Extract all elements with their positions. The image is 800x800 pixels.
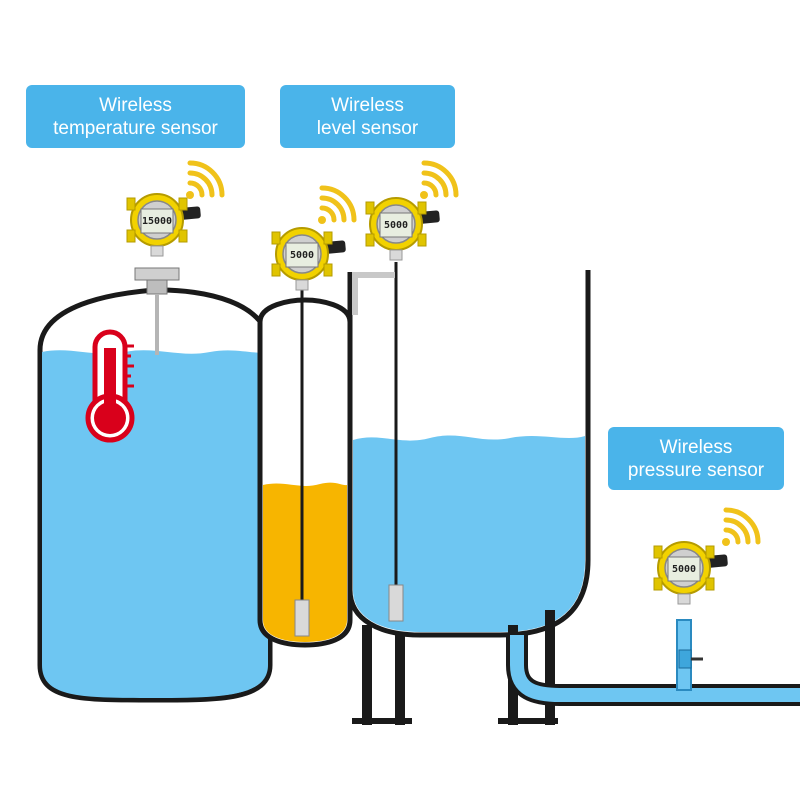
level-sensor-left: 5000	[271, 227, 348, 291]
thermometer-icon	[85, 329, 135, 443]
level-sensor-right: 5000	[365, 197, 442, 261]
left-tank	[37, 267, 273, 703]
temperature-label-line2: temperature sensor	[53, 117, 218, 139]
pressure-sensor: 5000	[653, 541, 730, 605]
right-tank	[347, 262, 591, 638]
wifi-signal-icon	[318, 188, 354, 224]
wifi-signal-icon	[722, 510, 758, 546]
wifi-signal-icon	[420, 163, 456, 199]
temperature-sensor: 15000	[126, 193, 203, 257]
middle-tank	[257, 290, 353, 648]
pressure-sensor-reading: 5000	[672, 564, 696, 575]
wifi-signal-icon	[186, 163, 222, 199]
temperature-label-line1: Wireless	[99, 94, 172, 116]
level-label-line2: level sensor	[316, 117, 419, 139]
temperature-sensor-reading: 15000	[142, 216, 172, 227]
pressure-label-line2: pressure sensor	[627, 459, 765, 481]
pressure-sensor-label: Wireless pressure sensor	[608, 427, 784, 490]
temperature-sensor-label: Wireless temperature sensor	[26, 85, 245, 148]
outlet-pipe	[506, 619, 800, 706]
level-label-line1: Wireless	[331, 94, 404, 116]
pressure-label-line1: Wireless	[659, 436, 733, 458]
level-sensor-right-reading: 5000	[384, 220, 408, 231]
level-sensor-left-reading: 5000	[290, 250, 314, 261]
level-sensor-label: Wireless level sensor	[280, 85, 455, 148]
